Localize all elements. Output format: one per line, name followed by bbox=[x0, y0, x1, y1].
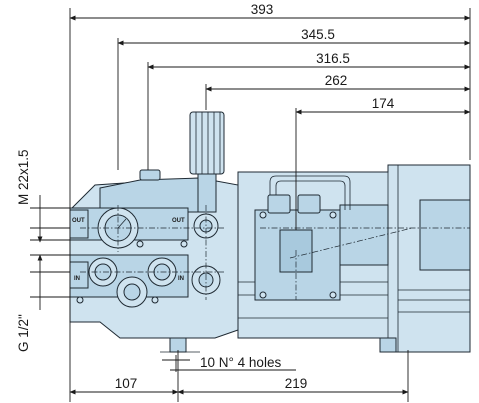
dim-length-3: 316.5 bbox=[316, 51, 350, 66]
dim-overall-length: 393 bbox=[251, 2, 274, 17]
base-foot-front bbox=[169, 337, 187, 353]
unloader-knob bbox=[189, 111, 225, 175]
unloader-body bbox=[197, 171, 217, 213]
port-label-out-left: OUT bbox=[72, 218, 85, 224]
dim-thread-inlet: G 1/2" bbox=[16, 314, 31, 352]
pump-assembly bbox=[69, 111, 471, 353]
port-label-in-right: IN bbox=[178, 276, 184, 282]
dim-base-left: 107 bbox=[115, 376, 138, 391]
port-label-in-left: IN bbox=[74, 276, 80, 282]
base-foot-rear bbox=[379, 337, 397, 353]
outlet-port-left bbox=[69, 209, 89, 239]
terminal-box bbox=[339, 204, 389, 266]
dim-length-4: 262 bbox=[325, 73, 348, 88]
dim-length-5: 174 bbox=[372, 96, 395, 111]
cable-loop bbox=[269, 175, 351, 210]
cable-gland-1 bbox=[267, 194, 291, 214]
oil-cap bbox=[139, 169, 161, 181]
cable-gland-2 bbox=[297, 194, 321, 214]
inlet-port-left bbox=[69, 261, 89, 289]
valve-cover bbox=[99, 177, 201, 213]
dim-holes: 10 N° 4 holes bbox=[200, 355, 281, 370]
port-label-out-right: OUT bbox=[172, 218, 185, 224]
dim-length-2: 345.5 bbox=[301, 27, 335, 42]
dimension-lines bbox=[30, 8, 471, 402]
dim-thread-outlet: M 22x1.5 bbox=[16, 149, 31, 205]
dim-base-right: 219 bbox=[285, 376, 308, 391]
motor-end-cap bbox=[419, 199, 471, 271]
